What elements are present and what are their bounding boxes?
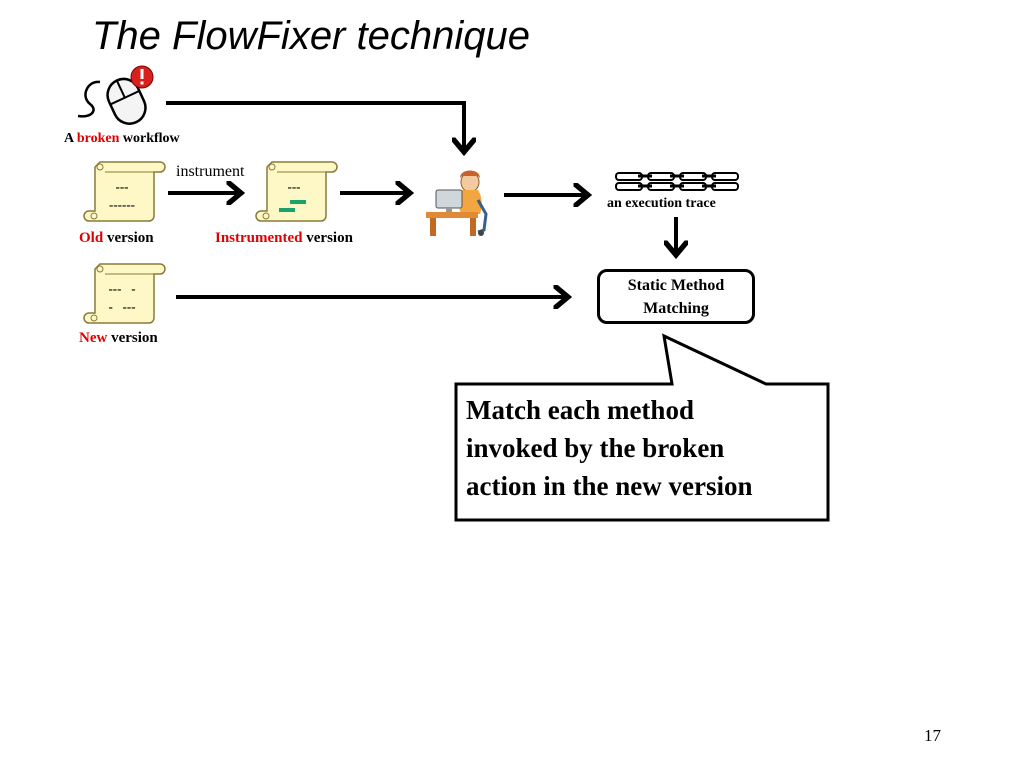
new-version-line2: - --- xyxy=(108,299,136,314)
old-version-line2: ------ xyxy=(109,197,135,212)
instrumented-version-caption-emphasis: Instrumented xyxy=(215,230,303,246)
callout-text: Match each method invoked by the broken ac… xyxy=(466,391,821,505)
error-badge-icon xyxy=(130,65,154,89)
arrow-workflow-to-user xyxy=(166,101,464,152)
new-version-line1: --- - xyxy=(108,281,136,296)
workflow-caption-prefix: A xyxy=(64,131,77,146)
instrumented-version-scroll-text: --- xyxy=(268,178,320,196)
old-version-scroll-text: --------- xyxy=(96,178,148,214)
callout-box xyxy=(454,333,830,522)
old-version-caption-suffix: version xyxy=(103,230,154,246)
workflow-caption-suffix: workflow xyxy=(119,131,180,146)
instrumented-version-caption: Instrumented version xyxy=(215,230,353,247)
old-version-caption: Old version xyxy=(79,230,154,247)
user-at-computer-icon xyxy=(426,170,488,236)
execution-trace-chain-icon xyxy=(615,172,739,191)
connector-arrows xyxy=(166,101,676,297)
matching-box-line2: Matching xyxy=(643,299,709,317)
instrumented-version-caption-suffix: version xyxy=(302,230,353,246)
callout-line3: action in the new version xyxy=(466,471,753,501)
slide-title: The FlowFixer technique xyxy=(92,14,530,58)
callout-line1: Match each method xyxy=(466,395,694,425)
execution-trace-caption: an execution trace xyxy=(607,196,716,211)
old-version-caption-emphasis: Old xyxy=(79,230,104,246)
callout-line2: invoked by the broken xyxy=(466,433,725,463)
broken-mouse-icon xyxy=(77,77,147,125)
old-version-line1: --- xyxy=(115,179,129,194)
workflow-caption-emphasis: broken xyxy=(76,131,120,146)
new-version-caption: New version xyxy=(79,330,158,347)
instrumented-version-scroll-icon xyxy=(255,161,338,222)
instrument-label: instrument xyxy=(176,163,245,180)
matching-box-line1: Static Method xyxy=(627,276,725,294)
workflow-caption: A broken workflow xyxy=(64,131,180,147)
new-version-caption-emphasis: New xyxy=(79,330,108,346)
instrumented-version-line1: --- xyxy=(287,179,301,194)
page-number: 17 xyxy=(924,726,941,745)
new-version-scroll-text: --- - - --- xyxy=(96,280,148,316)
new-version-caption-suffix: version xyxy=(107,330,158,346)
